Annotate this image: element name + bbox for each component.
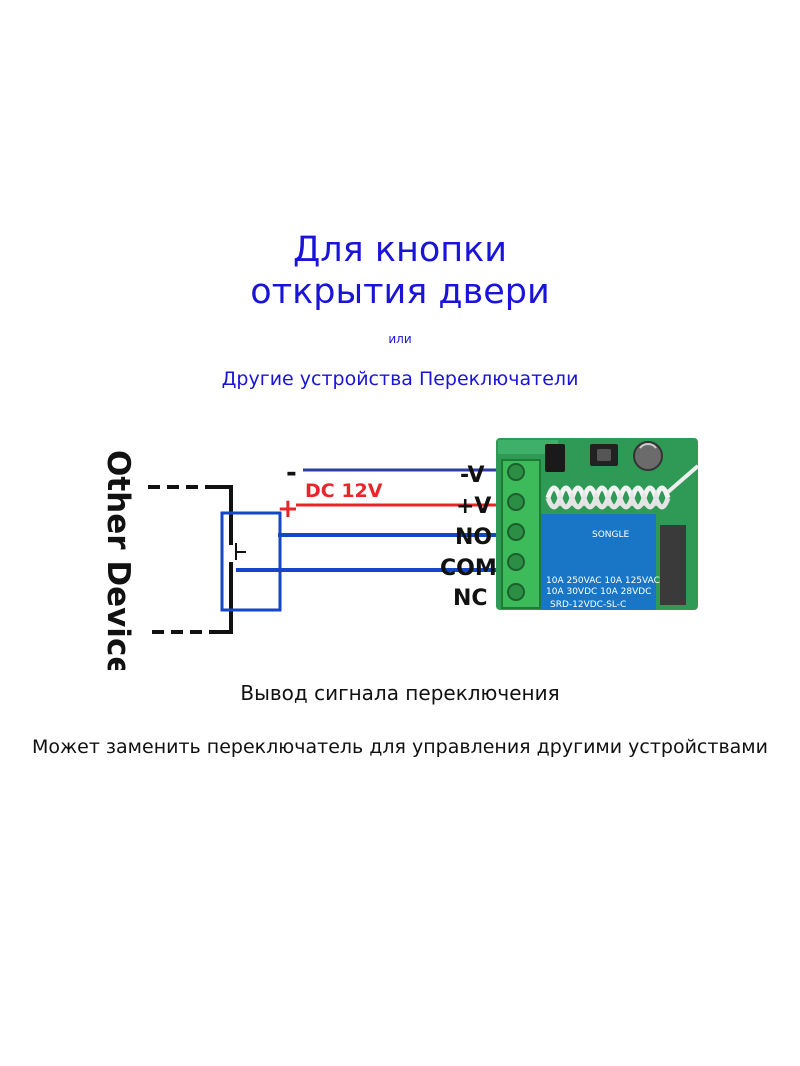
- device-lead-top: [210, 485, 233, 545]
- plus-sign: +: [277, 494, 299, 524]
- minus-sign: -: [286, 458, 297, 488]
- title-line-1: Для кнопки: [292, 230, 508, 270]
- relay: [540, 514, 656, 610]
- terminal-minus-v: -V: [460, 463, 485, 488]
- switch-box: [220, 511, 282, 612]
- caption-line-2: Может заменить переключатель для управле…: [32, 736, 768, 758]
- device-lead-bottom: [210, 562, 233, 634]
- other-device-label: Other Device: [100, 450, 136, 670]
- relay-model: SRD-12VDC-SL-C: [550, 600, 626, 610]
- antenna-coil: [545, 464, 700, 510]
- terminal-screws: [507, 463, 525, 601]
- relay-rating-1: 10A 250VAC 10A 125VAC: [546, 576, 660, 586]
- terminal-plus-v: +V: [456, 494, 491, 519]
- terminal-no: NO: [455, 525, 492, 550]
- rf-module: [660, 525, 686, 605]
- relay-rating-2: 10A 30VDC 10A 28VDC: [546, 587, 651, 597]
- dc-12v-label: DC 12V: [305, 480, 383, 502]
- title-line-2: открытия двери: [250, 272, 550, 312]
- or-label: или: [388, 332, 412, 346]
- wiring-diagram: Other Device - + DC 12V SONGLE 10A 250VA…: [100, 438, 700, 670]
- subtitle: Другие устройства Переключатели: [221, 368, 579, 390]
- relay-brand: SONGLE: [592, 530, 630, 540]
- chip: [545, 444, 565, 472]
- terminal-com: COM: [440, 556, 497, 581]
- capacitor: [633, 441, 663, 471]
- terminal-nc: NC: [453, 586, 488, 611]
- caption-line-1: Вывод сигнала переключения: [240, 681, 560, 705]
